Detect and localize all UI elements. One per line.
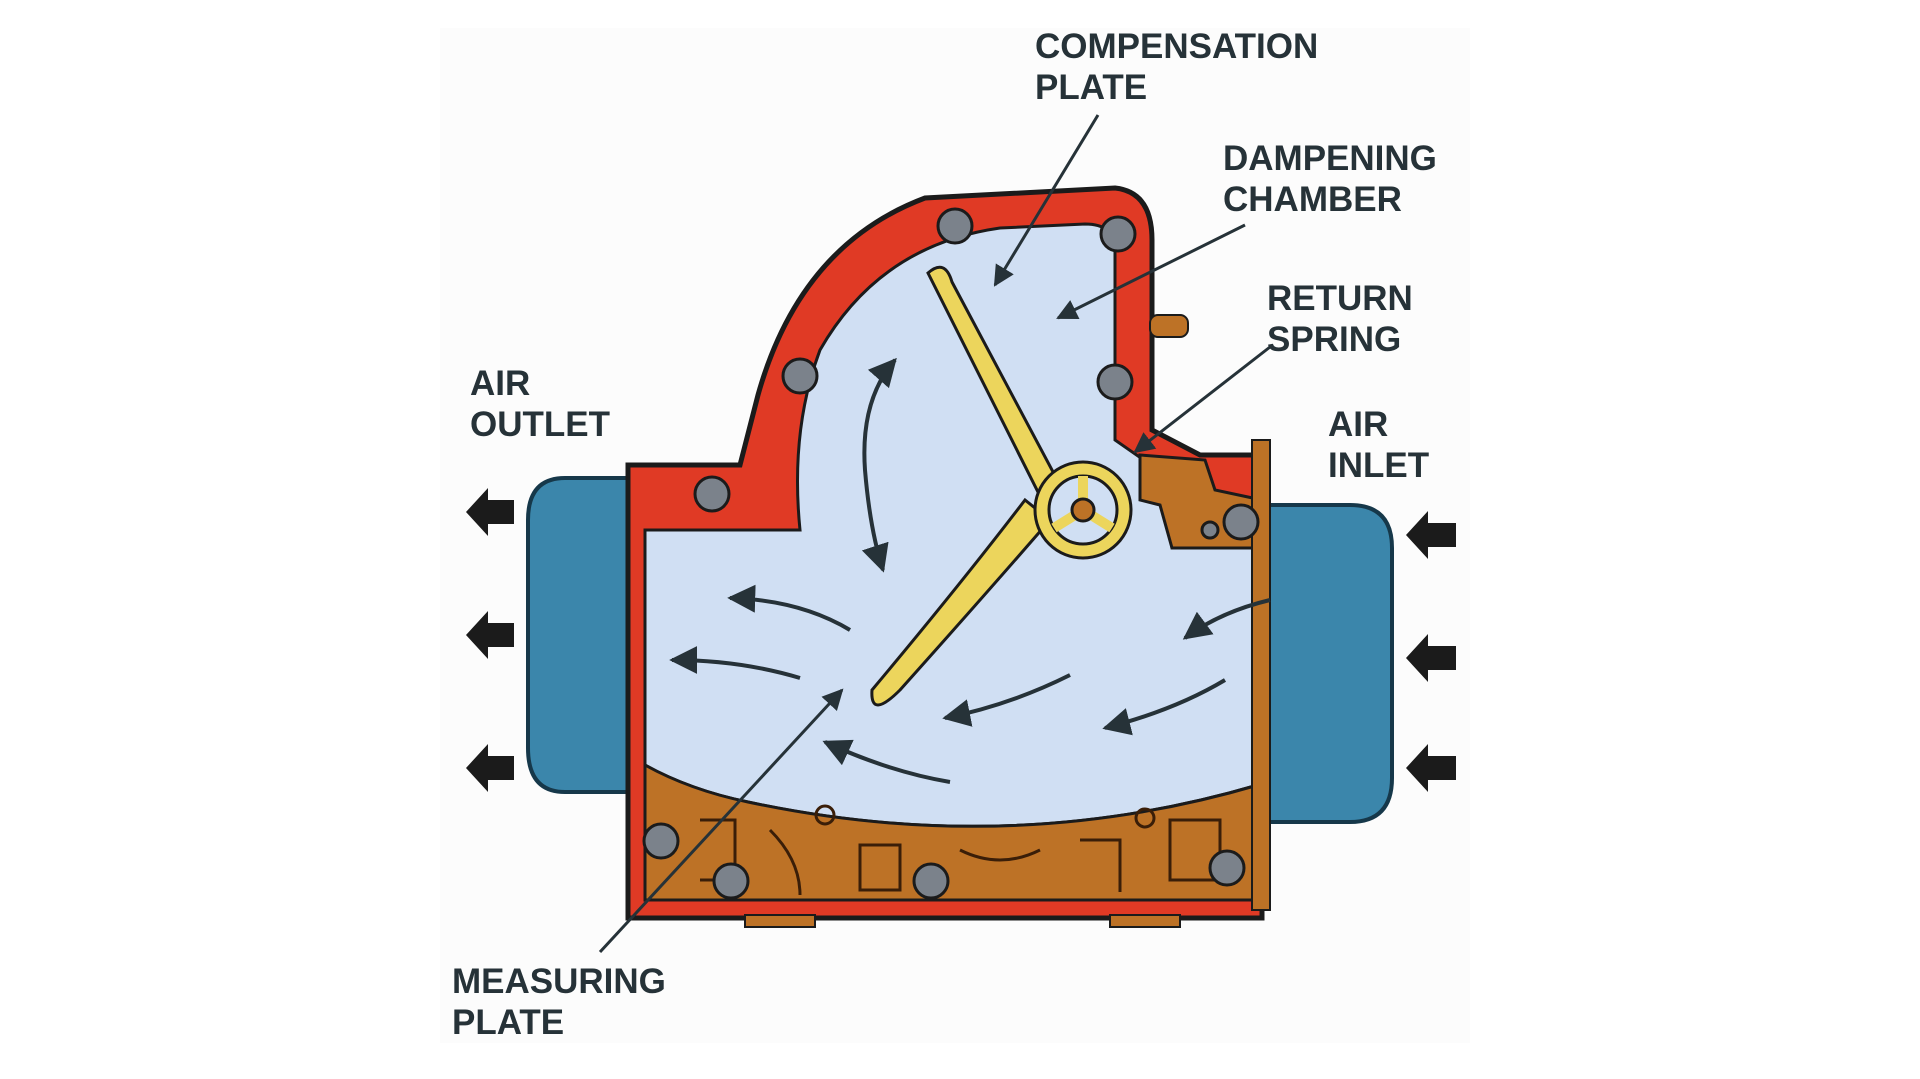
leader-lines [598, 114, 1271, 954]
inlet-arrow-icon [1406, 511, 1456, 559]
casting-details [700, 804, 1222, 896]
measuring-plate-vane [870, 497, 1053, 707]
airflow-arrows [669, 357, 1271, 784]
bolt [781, 357, 819, 395]
inlet-arrow-icon [1406, 634, 1456, 682]
return-spring-label: RETURN SPRING [1267, 279, 1423, 359]
outlet-flow-arrows [466, 488, 514, 792]
outlet-arrow-icon [466, 611, 514, 659]
bottom-casting [643, 762, 1260, 902]
return-spring-lever [1149, 314, 1189, 338]
bolt [1200, 520, 1220, 540]
compensation-plate-vane [926, 265, 1062, 503]
bolt [712, 862, 750, 900]
compensation-plate-label: COMPENSATION PLATE [1035, 27, 1328, 107]
dampening-chamber-label: DAMPENING CHAMBER [1223, 139, 1447, 219]
outlet-duct [526, 476, 642, 794]
bolt [936, 207, 974, 245]
bolt [1099, 215, 1137, 253]
bolt [1096, 363, 1134, 401]
inlet-flange [1251, 439, 1271, 911]
base-foot-left [744, 914, 816, 928]
vane-assembly [870, 265, 1133, 707]
air-outlet-label: AIR OUTLET [470, 364, 610, 444]
inlet-flow-arrows [1406, 511, 1456, 792]
bolt [642, 822, 680, 860]
base-foot-right [1109, 914, 1181, 928]
measuring-plate-label: MEASURING PLATE [452, 962, 676, 1042]
bolt [1208, 849, 1246, 887]
outlet-arrow-icon [466, 488, 514, 536]
bolt [693, 475, 731, 513]
pivot-center [1070, 497, 1096, 523]
air-inlet-label: AIR INLET [1328, 405, 1429, 485]
bolt [1222, 503, 1260, 541]
outlet-arrow-icon [466, 744, 514, 792]
return-spring-leader [1133, 345, 1271, 454]
housing-bolts [642, 207, 1260, 900]
inlet-duct [1263, 503, 1394, 824]
measuring-plate-leader [598, 688, 844, 954]
dampening-chamber-leader [1056, 223, 1246, 320]
inlet-arrow-icon [1406, 744, 1456, 792]
bolt [912, 862, 950, 900]
compensation-plate-leader [993, 114, 1100, 287]
